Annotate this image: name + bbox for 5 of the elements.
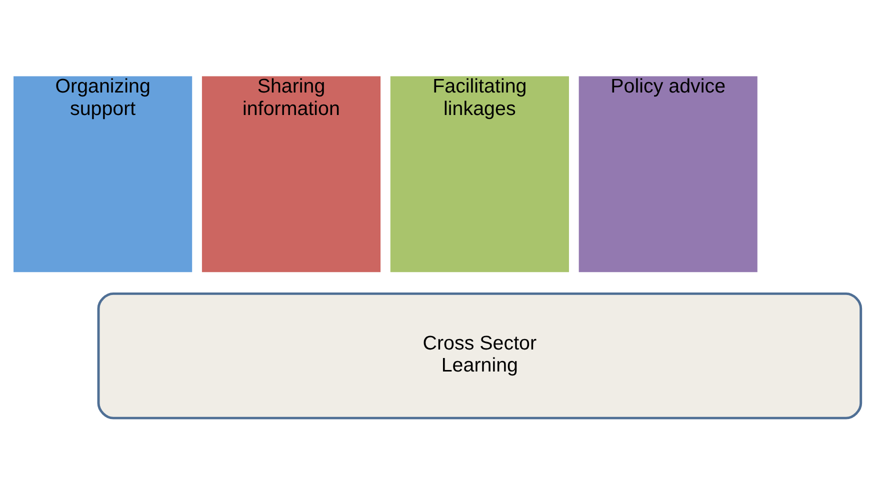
node-box: Facilitating linkages (390, 76, 569, 272)
node-box: Organizing support (14, 76, 192, 272)
node-box: Cross Sector Learning (97, 292, 862, 420)
node-box: Policy advice (578, 76, 758, 272)
node-box: Sharing information (202, 76, 381, 272)
